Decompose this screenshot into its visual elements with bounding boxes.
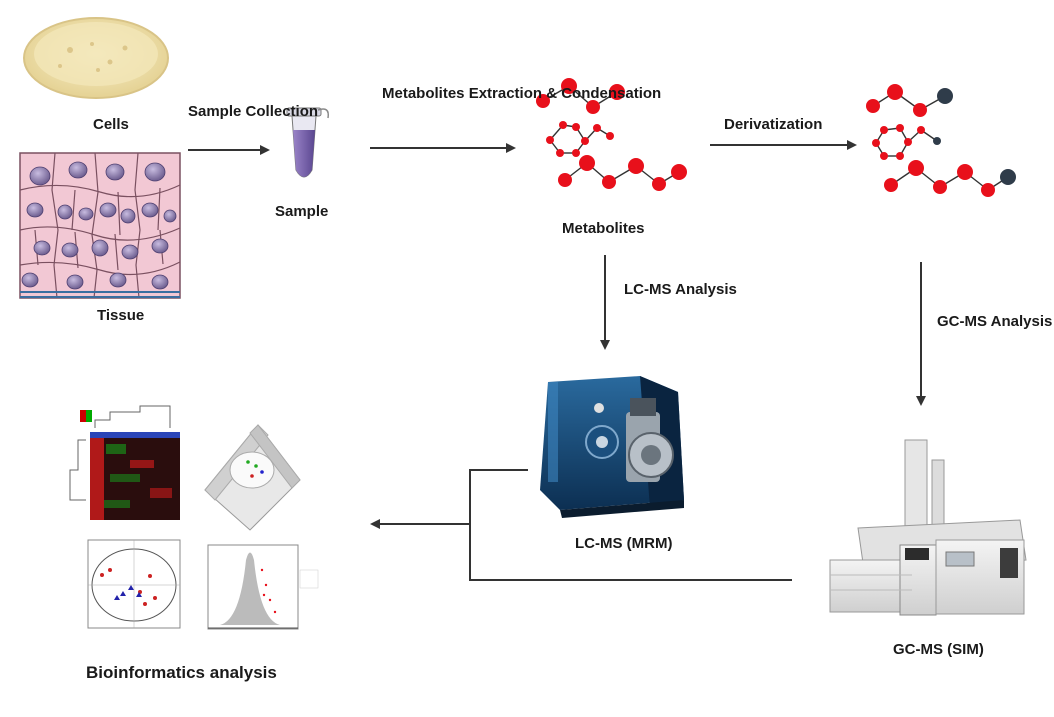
lcms-analysis-line-1: LC-MS: [624, 281, 672, 298]
sample-collection-label: Sample Collection: [188, 102, 318, 122]
sample-collection-line-2: Collection: [245, 103, 319, 120]
derivatized-molecules: [866, 84, 1016, 197]
bioinformatics-label: Bioinformatics analysis: [86, 663, 277, 682]
lcms-mrm-label: LC-MS (MRM): [575, 535, 673, 552]
cells-label: Cells: [93, 116, 129, 133]
tissue-label: Tissue: [97, 307, 145, 324]
lcms-instrument-image: [540, 376, 684, 518]
extraction-line-1: Metabolites: [382, 85, 465, 102]
arrows: [188, 140, 926, 581]
extraction-label: Metabolites Extraction & Condensation: [382, 84, 661, 104]
gcms-analysis-line-2: Analysis: [990, 313, 1053, 330]
lcms-analysis-line-2: Analysis: [675, 281, 737, 298]
derivatization-label: Derivatization: [724, 116, 823, 133]
heatmap-figure: [69, 405, 180, 520]
metabolites-molecules: [536, 78, 687, 191]
extraction-line-2: Extraction &: [468, 85, 558, 102]
tissue-image: [19, 152, 181, 299]
extraction-line-3: Condensation: [561, 85, 662, 102]
bioinformatics-figures: [69, 405, 319, 630]
gcms-analysis-line-1: GC-MS: [937, 313, 987, 330]
sample-label: Sample: [275, 203, 329, 220]
sample-tube-image: [286, 107, 330, 178]
gcms-instrument-image: [829, 439, 1027, 616]
lcms-analysis-label: LC-MS Analysis: [624, 280, 737, 300]
pca-3d-figure: [204, 424, 301, 531]
gcms-sim-label: GC-MS (SIM): [893, 641, 984, 658]
volcano-plot-figure: [207, 544, 319, 630]
metabolites-label: Metabolites: [562, 220, 645, 237]
pca-2d-figure: [87, 539, 181, 629]
petri-dish-image: [23, 17, 169, 99]
gcms-analysis-label: GC-MS Analysis: [937, 312, 1052, 332]
sample-collection-line-1: Sample: [188, 103, 242, 120]
